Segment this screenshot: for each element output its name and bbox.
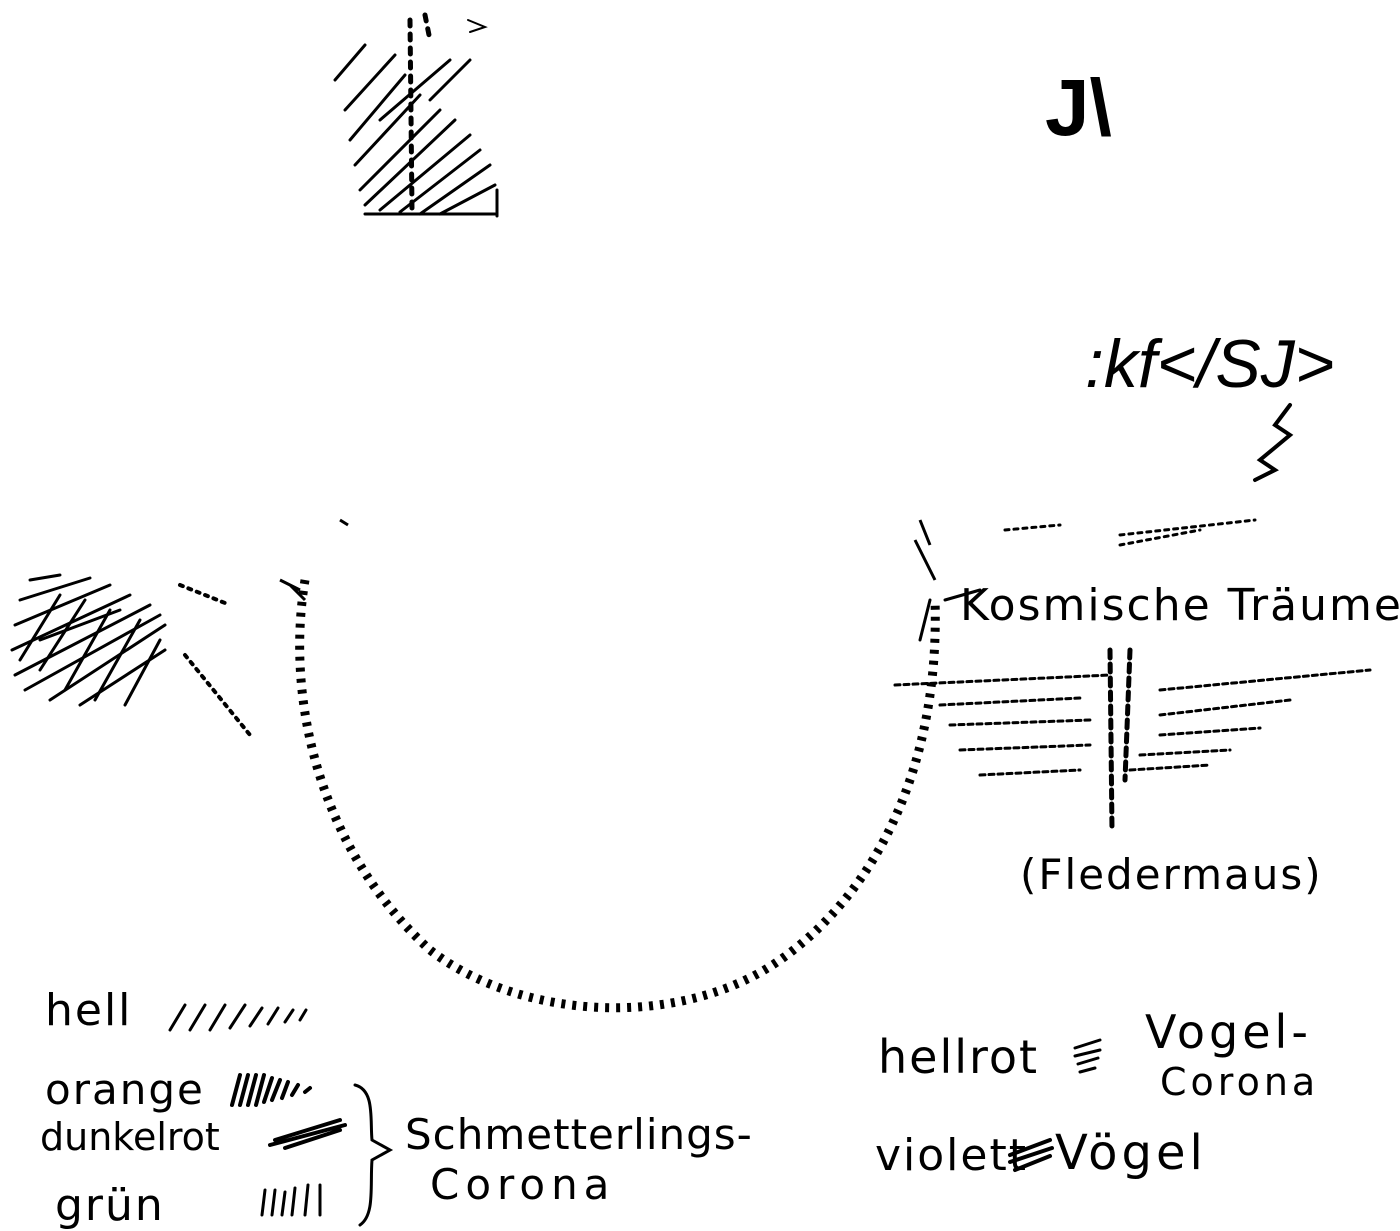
bracket-butterfly — [355, 1085, 390, 1225]
legend-label-orange: orange — [45, 1065, 205, 1114]
label-voegel: Vögel — [1055, 1125, 1207, 1181]
swatch-dunkelrot — [270, 1120, 345, 1148]
swatch-hell — [170, 1005, 306, 1030]
legend-label-hellrot: hellrot — [878, 1030, 1039, 1084]
label-schmetterlings-corona-2: Corona — [430, 1160, 615, 1209]
top-hatched-column — [335, 15, 497, 216]
main-arc — [280, 520, 935, 1008]
left-hatched-wing — [12, 575, 250, 735]
top-right-symbol: J\ — [1045, 62, 1112, 154]
label-fledermaus: (Fledermaus) — [1020, 850, 1323, 899]
legend-label-gruen: grün — [55, 1180, 165, 1231]
legend-label-violett: violett — [875, 1130, 1028, 1181]
swatch-hellrot — [1075, 1040, 1100, 1072]
label-kosmische-traeume: Kosmische Träume — [960, 580, 1400, 631]
swatch-orange — [232, 1075, 310, 1105]
swatch-gruen — [262, 1185, 320, 1215]
label-schmetterlings-corona-1: Schmetterlings- — [405, 1110, 753, 1159]
legend-label-dunkelrot: dunkelrot — [40, 1115, 220, 1159]
legend-label-hell: hell — [45, 985, 132, 1036]
label-vogel-corona-1: Vogel- — [1145, 1005, 1312, 1059]
right-fragment: :kf</SJ> — [1085, 325, 1334, 403]
label-vogel-corona-2: Corona — [1160, 1060, 1319, 1104]
